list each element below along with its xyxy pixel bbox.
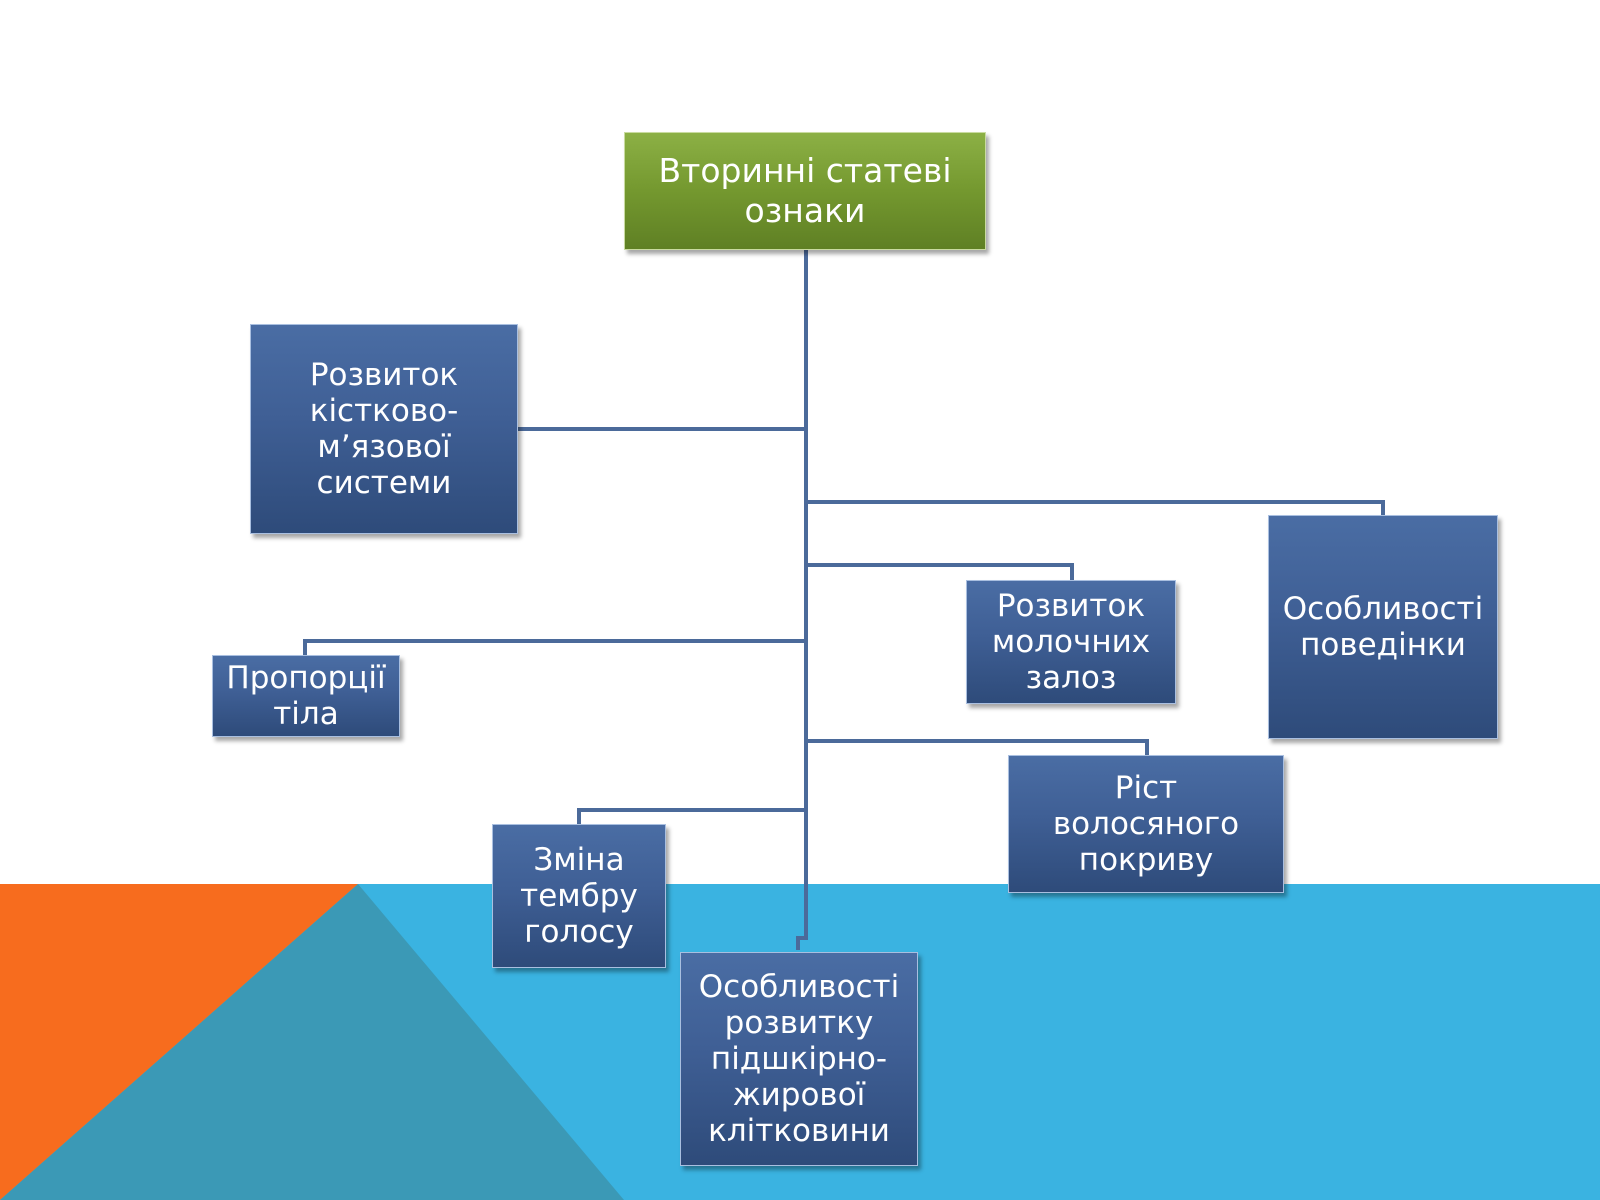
node-musculoskeletal: Розвиток кістково- м’язової системи (250, 324, 518, 534)
node-voice: Зміна тембру голосу (492, 824, 666, 968)
node-subcutaneous-fat-label: Особливості розвитку підшкірно- жирової … (698, 969, 900, 1149)
node-behavior-label: Особливості поведінки (1282, 591, 1484, 663)
connector-behavior (806, 500, 1385, 515)
node-hair-growth: Ріст волосяного покриву (1008, 755, 1284, 893)
root-node-label: Вторинні статеві ознаки (658, 151, 952, 230)
connector-trunk (796, 250, 808, 950)
connector-hair-growth (806, 739, 1149, 755)
root-node: Вторинні статеві ознаки (624, 132, 986, 250)
node-mammary: Розвиток молочних залоз (966, 580, 1176, 704)
connector-body-proportions (303, 639, 806, 655)
background-teal-triangle (0, 884, 624, 1200)
connector-voice (577, 808, 806, 824)
node-mammary-label: Розвиток молочних залоз (991, 588, 1151, 696)
node-body-proportions: Пропорції тіла (212, 655, 400, 737)
node-subcutaneous-fat: Особливості розвитку підшкірно- жирової … (680, 952, 918, 1166)
connector-mammary (806, 563, 1074, 580)
node-voice-label: Зміна тембру голосу (520, 842, 638, 950)
node-musculoskeletal-label: Розвиток кістково- м’язової системи (309, 357, 459, 501)
node-behavior: Особливості поведінки (1268, 515, 1498, 739)
node-hair-growth-label: Ріст волосяного покриву (1052, 770, 1240, 878)
node-body-proportions-label: Пропорції тіла (226, 660, 386, 732)
